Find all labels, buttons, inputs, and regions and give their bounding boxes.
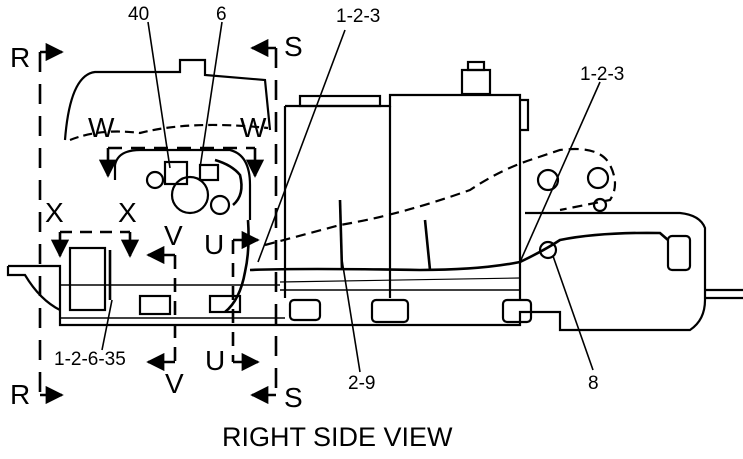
section-lines <box>38 38 278 405</box>
section-label-x-left: X <box>45 197 64 228</box>
machine-body <box>6 58 743 332</box>
section-label-s-top: S <box>284 31 303 62</box>
callout-40: 40 <box>128 4 149 25</box>
section-label-v-bottom: V <box>165 368 184 399</box>
section-label-v-top: V <box>164 220 183 251</box>
section-label-u-bottom: U <box>205 345 225 376</box>
section-label-w-left: W <box>88 112 115 143</box>
callout-6: 6 <box>216 4 227 25</box>
section-label-x-right: X <box>118 197 137 228</box>
section-label-r-top: R <box>10 42 30 73</box>
callout-2-9: 2-9 <box>348 373 375 394</box>
leader-lines <box>101 21 601 373</box>
view-title: RIGHT SIDE VIEW <box>222 422 453 452</box>
section-label-w-right: W <box>240 112 267 143</box>
section-label-r-bottom: R <box>10 379 30 410</box>
callout-1-2-3-right: 1-2-3 <box>580 64 624 85</box>
callout-1-2-6-35: 1-2-6-35 <box>54 349 126 370</box>
callout-8: 8 <box>588 373 599 394</box>
section-label-u-top: U <box>204 229 224 260</box>
callout-1-2-3-top: 1-2-3 <box>336 6 380 27</box>
section-label-s-bottom: S <box>284 382 303 413</box>
